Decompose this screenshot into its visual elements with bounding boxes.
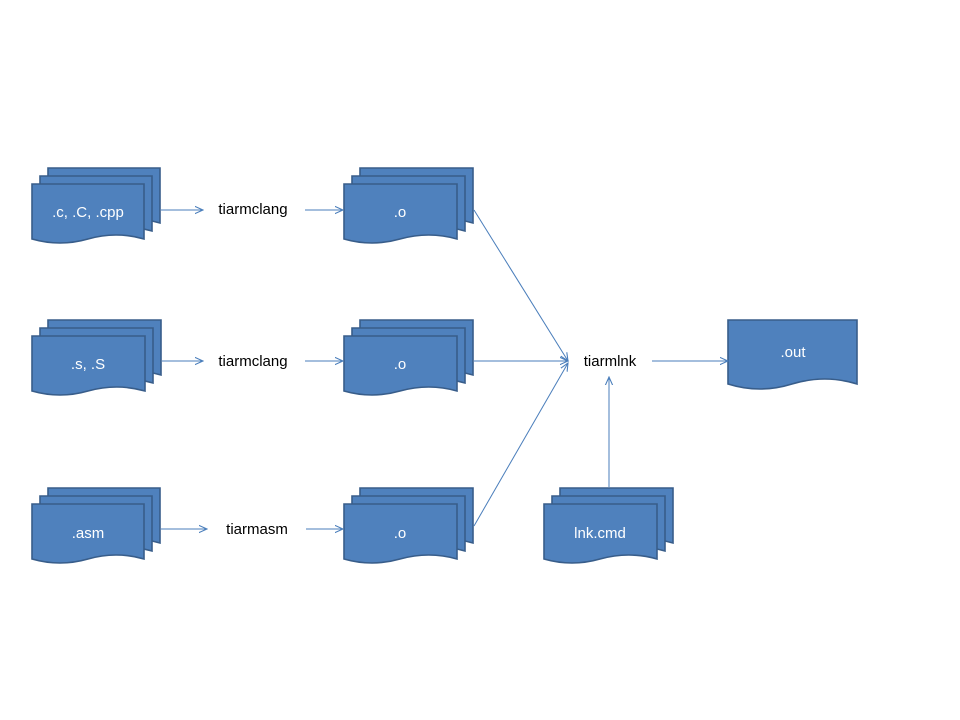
output-file: .out bbox=[727, 319, 858, 390]
linker-command-files: lnk.cmd bbox=[543, 487, 674, 564]
object-c-label: .o bbox=[394, 204, 407, 221]
output-label: .out bbox=[780, 344, 806, 361]
c-source-files: .c, .C, .cpp bbox=[31, 167, 161, 244]
c-source-label: .c, .C, .cpp bbox=[52, 204, 124, 221]
s-source-label: .s, .S bbox=[71, 356, 105, 373]
s-source-files: .s, .S bbox=[31, 319, 162, 396]
tool-clang-s: tiarmclang bbox=[218, 353, 287, 370]
object-s-label: .o bbox=[394, 356, 407, 373]
asm-source-files: .asm bbox=[31, 487, 161, 564]
object-files-c: .o bbox=[343, 167, 474, 244]
linker-command-label: lnk.cmd bbox=[574, 525, 626, 542]
object-files-s: .o bbox=[343, 319, 474, 396]
asm-source-label: .asm bbox=[72, 525, 105, 542]
arrow-object-asm-to-linker bbox=[473, 363, 568, 527]
object-files-asm: .o bbox=[343, 487, 474, 564]
tool-assembler: tiarmasm bbox=[226, 521, 288, 538]
tool-clang-c: tiarmclang bbox=[218, 201, 287, 218]
tool-linker: tiarmlnk bbox=[584, 353, 637, 370]
object-asm-label: .o bbox=[394, 525, 407, 542]
arrow-object-c-to-linker bbox=[473, 209, 568, 361]
